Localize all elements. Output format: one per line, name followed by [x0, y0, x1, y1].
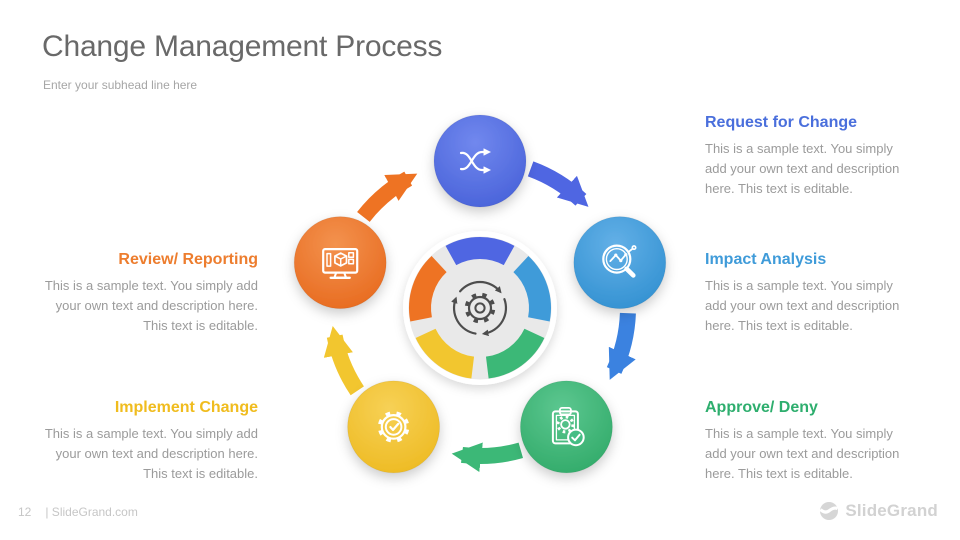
- step-description: This is a sample text. You simply add yo…: [705, 141, 900, 196]
- slidegrand-logo-icon: [819, 502, 839, 520]
- footer: 12 | SlideGrand.com: [18, 505, 138, 519]
- step-title: Impact Analysis: [705, 251, 827, 268]
- step-title: Approve/ Deny: [705, 399, 818, 416]
- step-description: This is a sample text. You simply add yo…: [705, 426, 900, 481]
- step-approve-deny: Approve/ Deny This is a sample text. You…: [705, 397, 910, 484]
- cycle-arrows: [323, 161, 636, 472]
- center-ring-segments: [409, 236, 551, 379]
- brand-logo[interactable]: SlideGrand: [819, 501, 938, 521]
- step-review-reporting: Review/ Reporting This is a sample text.…: [40, 249, 258, 336]
- node-review-reporting: [293, 216, 387, 310]
- shuffle-icon: [459, 148, 491, 174]
- node-approve-deny: [519, 380, 613, 474]
- step-description: This is a sample text. You simply add yo…: [705, 278, 900, 333]
- page-subtitle: Enter your subhead line here: [43, 78, 198, 92]
- node-impact-analysis: [573, 216, 667, 310]
- step-request-for-change: Request for Change This is a sample text…: [705, 112, 910, 199]
- brand-name: SlideGrand: [845, 501, 938, 520]
- step-title: Request for Change: [705, 114, 858, 131]
- process-cycle-diagram: [293, 114, 667, 474]
- magnifier-chart-icon: [602, 244, 637, 278]
- gear-cycle-icon: [451, 281, 508, 337]
- gear-check-icon: [377, 411, 410, 443]
- monitor-cube-icon: [322, 248, 359, 280]
- arrow-impact-to-approve: [606, 312, 636, 380]
- page-title: Change Management Process: [42, 30, 443, 63]
- step-title: Review/ Reporting: [118, 251, 258, 268]
- step-implement-change: Implement Change This is a sample text. …: [40, 397, 258, 484]
- arrow-request-to-impact: [527, 161, 589, 207]
- node-request-for-change: [433, 114, 527, 208]
- step-description: This is a sample text. You simply add yo…: [44, 426, 258, 481]
- center-hub: [403, 231, 557, 385]
- step-description: This is a sample text. You simply add yo…: [44, 278, 258, 333]
- step-title: Implement Change: [114, 399, 258, 416]
- arrow-review-to-request: [357, 171, 418, 222]
- arrow-approve-to-implement: [451, 442, 523, 472]
- clipboard-check-icon: [551, 406, 585, 447]
- footer-site-link[interactable]: | SlideGrand.com: [45, 505, 138, 519]
- page-number: 12: [18, 505, 32, 519]
- node-implement-change: [347, 380, 441, 474]
- step-impact-analysis: Impact Analysis This is a sample text. Y…: [705, 249, 910, 336]
- arrow-implement-to-review: [323, 326, 365, 396]
